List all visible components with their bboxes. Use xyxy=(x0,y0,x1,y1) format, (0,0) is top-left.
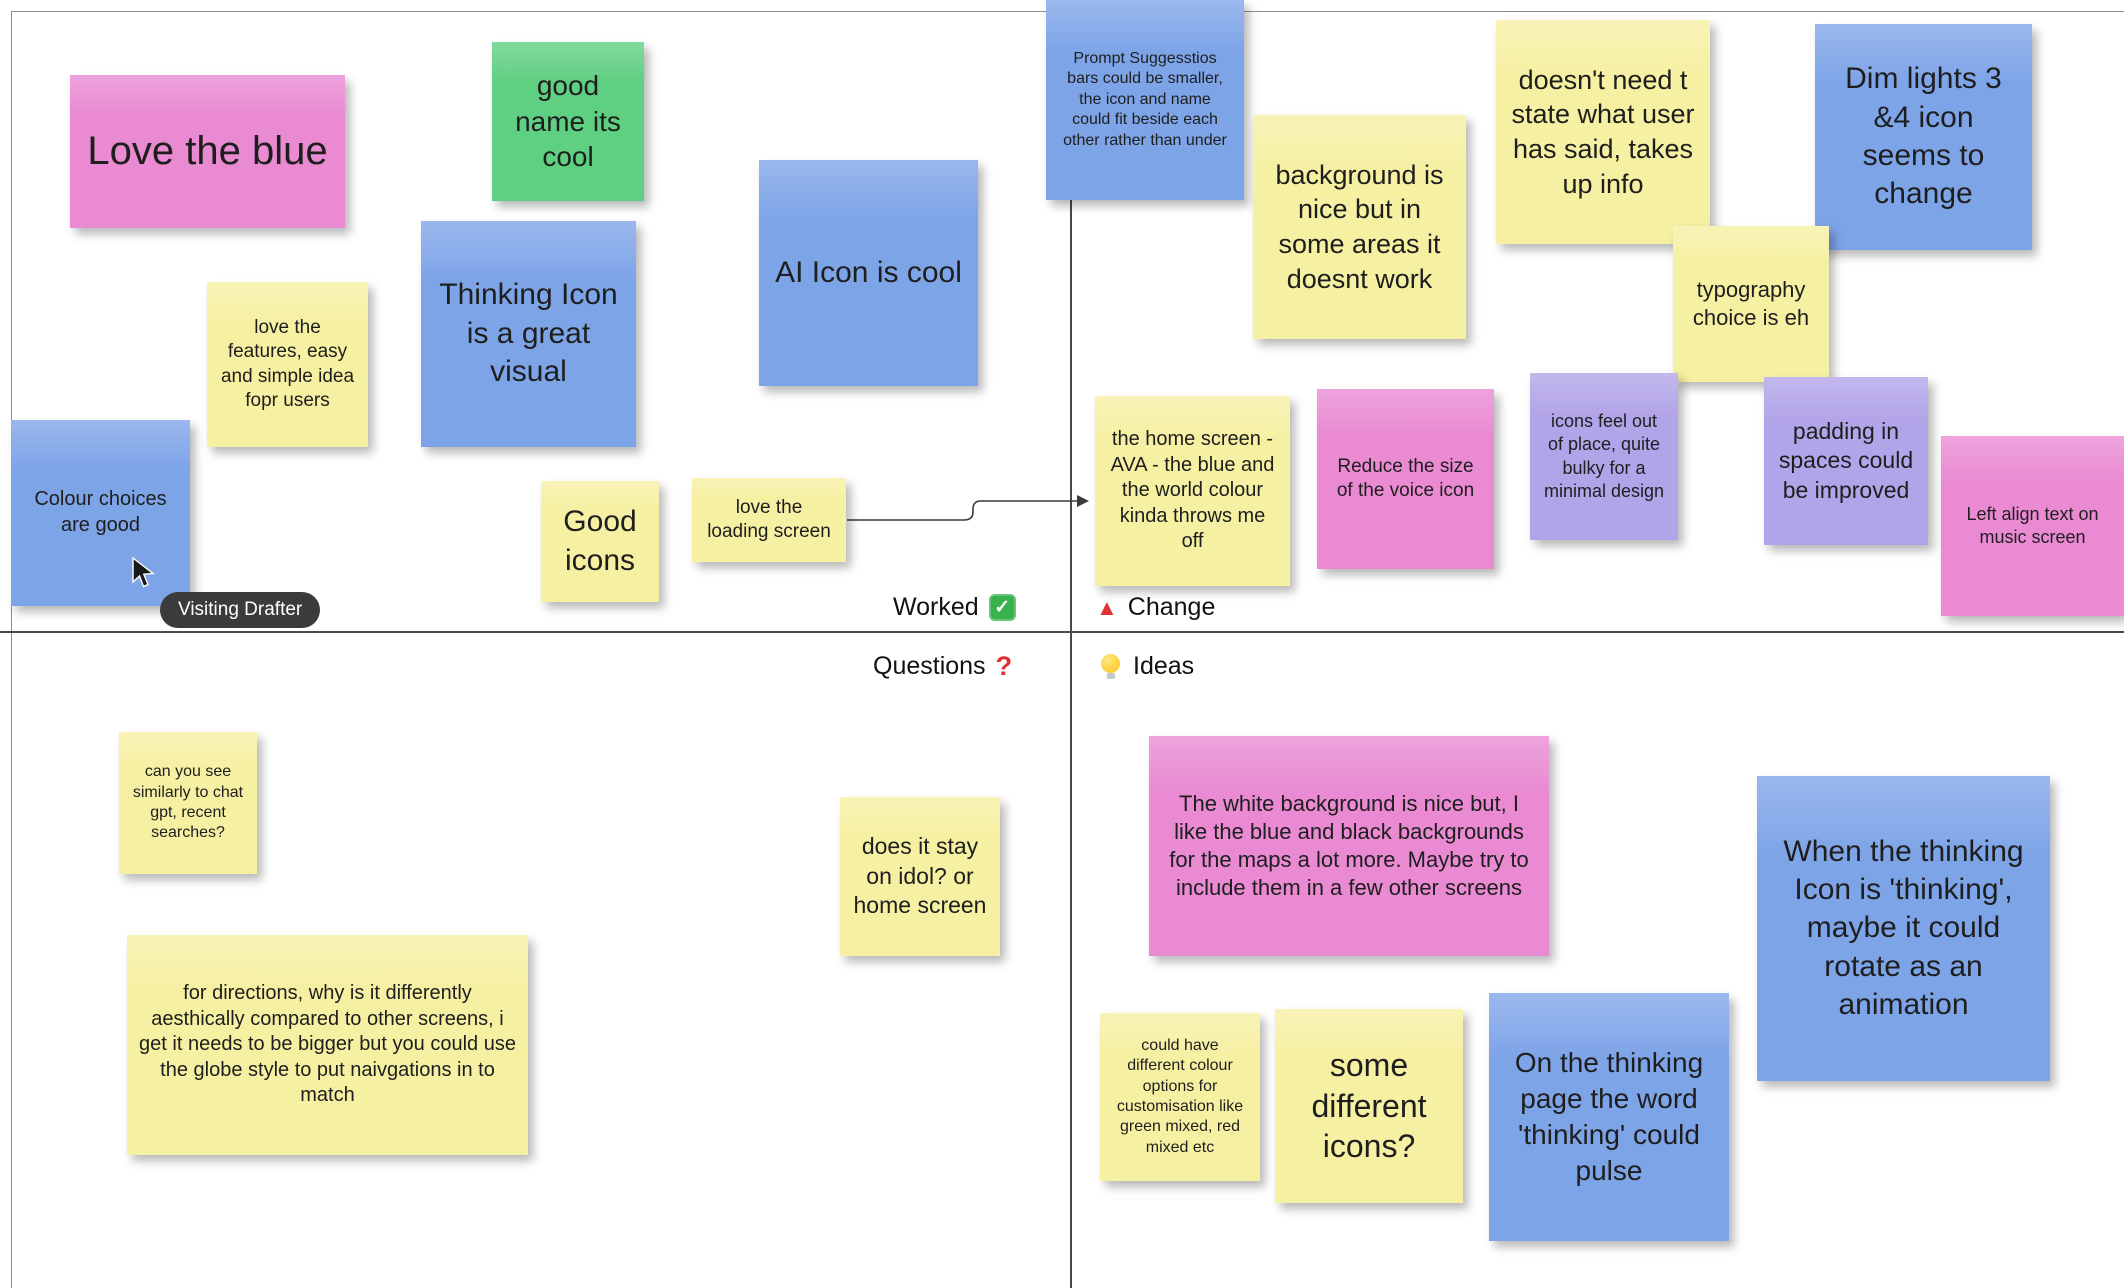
sticky-note-colour-choices[interactable]: Colour choices are good xyxy=(11,420,190,606)
sticky-note-text: doesn't need t state what user has said,… xyxy=(1511,64,1695,199)
sticky-note-text: AI Icon is cool xyxy=(775,255,962,289)
sticky-note-thinking-pulse[interactable]: On the thinking page the word 'thinking'… xyxy=(1489,993,1729,1241)
sticky-note-text: The white background is nice but, I like… xyxy=(1169,790,1529,901)
sticky-note-colour-options[interactable]: could have different colour options for … xyxy=(1100,1013,1260,1181)
sticky-note-text: Dim lights 3 &4 icon seems to change xyxy=(1845,62,2002,211)
sticky-note-icons-bulky[interactable]: icons feel out of place, quite bulky for… xyxy=(1530,373,1678,540)
sticky-note-thinking-rotate[interactable]: When the thinking Icon is 'thinking', ma… xyxy=(1757,776,2050,1081)
sticky-note-text: some different icons? xyxy=(1311,1046,1427,1165)
sticky-note-text: On the thinking page the word 'thinking'… xyxy=(1514,1047,1704,1186)
sticky-note-text: Reduce the size of the voice icon xyxy=(1336,455,1475,501)
sticky-note-text: does it stay on idol? or home screen xyxy=(853,833,987,919)
sticky-note-text: Love the blue xyxy=(87,128,328,173)
sticky-note-ai-icon-cool[interactable]: AI Icon is cool xyxy=(759,160,978,386)
check-icon: ✓ xyxy=(988,594,1016,621)
quadrant-label-questions[interactable]: Questions ? xyxy=(873,652,1012,681)
sticky-note-love-features[interactable]: love the features, easy and simple idea … xyxy=(207,282,368,447)
connector-arrow[interactable] xyxy=(846,488,1096,534)
sticky-note-text: When the thinking Icon is 'thinking', ma… xyxy=(1783,834,2024,1022)
sticky-note-good-name[interactable]: good name its cool xyxy=(492,42,644,201)
sticky-note-left-align-music[interactable]: Left align text on music screen xyxy=(1941,436,2124,616)
sticky-note-text: could have different colour options for … xyxy=(1116,1036,1244,1156)
sticky-note-text: good name its cool xyxy=(515,69,621,173)
quadrant-divider-horizontal xyxy=(0,631,2124,633)
sticky-note-idol-or-home[interactable]: does it stay on idol? or home screen xyxy=(840,797,1000,956)
sticky-note-good-icons[interactable]: Good icons xyxy=(541,481,659,602)
sticky-note-padding-spaces[interactable]: padding in spaces could be improved xyxy=(1764,377,1928,545)
sticky-note-chat-gpt-similar[interactable]: can you see similarly to chat gpt, recen… xyxy=(119,732,257,874)
sticky-note-typography-choice[interactable]: typography choice is eh xyxy=(1673,226,1829,382)
quadrant-label-change-text: Change xyxy=(1127,593,1216,621)
sticky-note-home-screen-ava[interactable]: the home screen - AVA - the blue and the… xyxy=(1095,396,1290,586)
sticky-note-white-background-maps[interactable]: The white background is nice but, I like… xyxy=(1149,736,1549,956)
sticky-note-love-loading[interactable]: love the loading screen xyxy=(692,478,846,562)
triangle-icon: ▲ xyxy=(1096,594,1118,620)
question-mark-icon: ? xyxy=(995,651,1013,681)
sticky-note-background-nice[interactable]: background is nice but in some areas it … xyxy=(1253,115,1466,339)
quadrant-label-worked[interactable]: Worked ✓ xyxy=(893,593,1016,622)
sticky-note-text: Left align text on music screen xyxy=(1966,503,2099,547)
sticky-note-thinking-icon-visual[interactable]: Thinking Icon is a great visual xyxy=(421,221,636,447)
sticky-note-prompt-suggestions[interactable]: Prompt Suggesstios bars could be smaller… xyxy=(1046,0,1244,200)
quadrant-label-worked-text: Worked xyxy=(893,593,979,621)
sticky-note-text: typography choice is eh xyxy=(1692,276,1810,330)
sticky-note-text: icons feel out of place, quite bulky for… xyxy=(1543,411,1665,501)
remote-user-label: Visiting Drafter xyxy=(160,592,321,628)
sticky-note-directions-aesthetic[interactable]: for directions, why is it differently ae… xyxy=(127,935,528,1155)
quadrant-label-change[interactable]: ▲ Change xyxy=(1096,593,1215,622)
sticky-note-text: love the loading screen xyxy=(707,496,831,542)
sticky-note-reduce-voice-icon[interactable]: Reduce the size of the voice icon xyxy=(1317,389,1494,569)
lightbulb-icon xyxy=(1099,653,1123,680)
sticky-note-text: Thinking Icon is a great visual xyxy=(439,278,618,389)
sticky-note-text: the home screen - AVA - the blue and the… xyxy=(1110,428,1275,553)
sticky-note-text: love the features, easy and simple idea … xyxy=(220,316,355,411)
sticky-note-love-the-blue[interactable]: Love the blue xyxy=(70,75,345,228)
sticky-note-text: padding in spaces could be improved xyxy=(1778,417,1914,503)
sticky-note-dim-lights[interactable]: Dim lights 3 &4 icon seems to change xyxy=(1815,24,2032,250)
quadrant-label-ideas[interactable]: Ideas xyxy=(1099,652,1194,681)
quadrant-label-questions-text: Questions xyxy=(873,652,986,680)
sticky-note-text: Colour choices are good xyxy=(34,488,167,536)
remote-cursor-icon xyxy=(132,556,155,588)
sticky-note-text: can you see similarly to chat gpt, recen… xyxy=(132,763,244,842)
sticky-note-doesnt-need-state[interactable]: doesn't need t state what user has said,… xyxy=(1496,20,1710,244)
sticky-note-text: Good icons xyxy=(563,505,637,577)
quadrant-divider-vertical xyxy=(1070,0,1072,1288)
sticky-note-different-icons[interactable]: some different icons? xyxy=(1275,1009,1463,1203)
quadrant-label-ideas-text: Ideas xyxy=(1133,652,1195,680)
frame-border-left xyxy=(11,11,12,1288)
sticky-note-text: for directions, why is it differently ae… xyxy=(139,982,516,1107)
sticky-note-text: Prompt Suggesstios bars could be smaller… xyxy=(1063,49,1227,149)
sticky-note-text: background is nice but in some areas it … xyxy=(1275,159,1444,294)
